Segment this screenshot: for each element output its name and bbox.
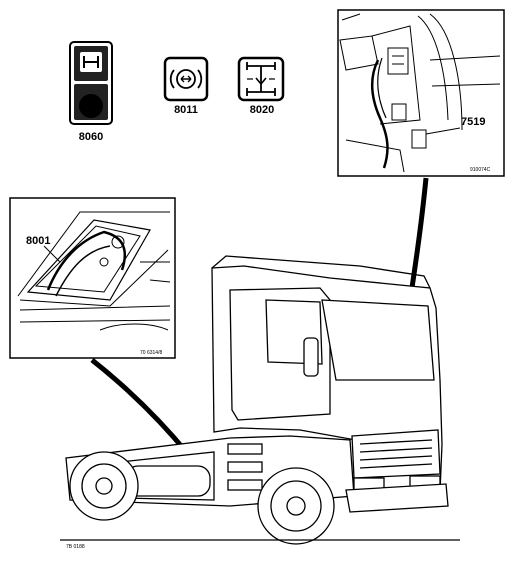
- inset-top-right-ref: 910074C: [470, 167, 491, 173]
- inset-dashboard-7519: [337, 9, 505, 177]
- rocker-switch-8060: [69, 41, 113, 125]
- label-8060: 8060: [79, 131, 103, 143]
- inset-left-ref: 70 6314/8: [140, 350, 162, 356]
- symbol-8020: [237, 56, 285, 102]
- leader-line-8001: [90, 358, 190, 456]
- symbol-8011: [163, 56, 209, 102]
- label-8001: 8001: [26, 235, 50, 247]
- label-7519: 7519: [461, 116, 485, 128]
- main-figure-ref: 7B 0188: [66, 544, 85, 550]
- truck-tractor-illustration: [60, 255, 460, 545]
- inset-chassis-8001: [9, 197, 176, 359]
- label-8020: 8020: [250, 104, 274, 116]
- label-8011: 8011: [174, 104, 198, 116]
